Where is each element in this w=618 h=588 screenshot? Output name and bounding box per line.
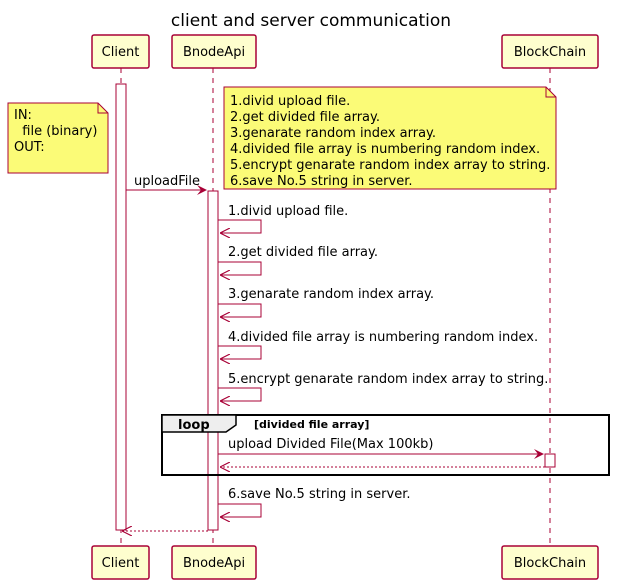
- note-line: OUT:: [14, 140, 45, 155]
- participant-client-bottom[interactable]: Client: [91, 545, 150, 580]
- activation-client: [115, 83, 127, 531]
- note-line: 2.get divided file array.: [230, 110, 380, 125]
- participant-label: BnodeApi: [183, 45, 245, 60]
- participant-blockchain-bottom[interactable]: BlockChain: [501, 545, 599, 580]
- loop-message-label: upload Divided File(Max 100kb): [228, 437, 433, 452]
- activation-bnodeapi: [207, 190, 219, 531]
- message-label: 4.divided file array is numbering random…: [228, 330, 538, 345]
- message-label: uploadFile: [134, 174, 200, 189]
- loop-keyword: loop: [178, 418, 210, 433]
- note-line: 3.genarate random index array.: [230, 126, 436, 141]
- self-message-3: 3.genarate random index array.: [218, 287, 434, 317]
- self-message-6: 6.save No.5 string in server.: [218, 487, 410, 517]
- message-label: 3.genarate random index array.: [228, 287, 434, 302]
- message-label: 1.divid upload file.: [228, 204, 348, 219]
- message-label: 5.encrypt genarate random index array to…: [228, 372, 548, 387]
- participant-label: BnodeApi: [183, 556, 245, 571]
- participant-client-top[interactable]: Client: [91, 34, 150, 69]
- note-line: 5.encrypt genarate random index array to…: [230, 158, 550, 173]
- participant-label: BlockChain: [514, 45, 586, 60]
- self-message-5: 5.encrypt genarate random index array to…: [218, 372, 548, 401]
- message-label: 6.save No.5 string in server.: [228, 487, 410, 502]
- participant-label: Client: [102, 45, 140, 60]
- note-line: IN:: [14, 108, 32, 123]
- participant-label: BlockChain: [514, 556, 586, 571]
- self-message-4: 4.divided file array is numbering random…: [218, 330, 538, 359]
- note-line: 1.divid upload file.: [230, 94, 350, 109]
- participant-bnodeapi-bottom[interactable]: BnodeApi: [171, 545, 257, 580]
- message-upload-file: uploadFile: [126, 174, 207, 195]
- self-message-1: 1.divid upload file.: [218, 204, 348, 233]
- loop-frame: loop [divided file array] upload Divided…: [161, 414, 610, 476]
- diagram-title: client and server communication: [171, 11, 451, 31]
- note-steps: 1.divid upload file. 2.get divided file …: [223, 86, 557, 190]
- self-message-2: 2.get divided file array.: [218, 245, 378, 275]
- note-line: 6.save No.5 string in server.: [230, 174, 412, 189]
- participant-bnodeapi-top[interactable]: BnodeApi: [171, 34, 257, 69]
- note-in-out: IN: file (binary) OUT:: [7, 102, 109, 174]
- note-line: file (binary): [14, 124, 97, 139]
- message-label: 2.get divided file array.: [228, 245, 378, 260]
- note-line: 4.divided file array is numbering random…: [230, 142, 540, 157]
- participant-blockchain-top[interactable]: BlockChain: [501, 34, 599, 69]
- activation-blockchain: [544, 453, 556, 468]
- participant-label: Client: [102, 556, 140, 571]
- loop-condition: [divided file array]: [254, 418, 369, 431]
